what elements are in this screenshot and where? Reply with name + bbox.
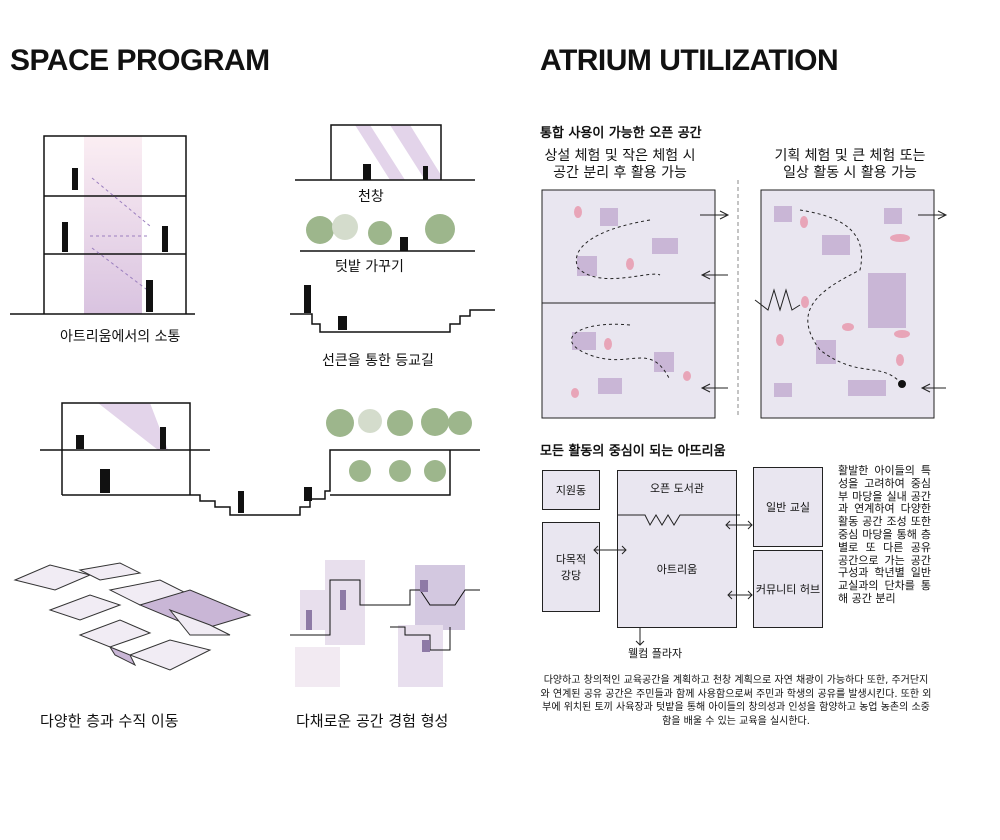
room-atrium: 아트리움 [617, 470, 737, 628]
garden-drawing [300, 214, 475, 252]
room-community-hub: 커뮤니티 허브 [753, 550, 823, 628]
skylight-drawing [295, 124, 475, 181]
welcome-plaza-label: 웰컴 플라자 [628, 647, 683, 660]
caption-experience: 다채로운 공간 경험 형성 [296, 712, 449, 730]
sunken-stairs-drawing [290, 285, 495, 333]
circulation-arrows [593, 514, 753, 646]
atrium-utilization-title: ATRIUM UTILIZATION [540, 44, 839, 77]
atrium-description: 활발한 아이들의 특성을 고려하여 중심부 마당을 실내 공간과 연계하여 다양… [838, 464, 931, 605]
room-classroom: 일반 교실 [753, 467, 823, 547]
atrium-plan-drawings [541, 180, 948, 419]
room-support: 지원동 [542, 470, 600, 510]
caption-stairs: 선큰을 통한 등교길 [322, 353, 434, 369]
open-space-heading: 통합 사용이 가능한 오픈 공간 [540, 126, 702, 141]
caption-atrium-communication: 아트리움에서의 소통 [60, 329, 181, 345]
summary-paragraph: 다양하고 창의적인 교육공간을 계획하고 천창 계획으로 자연 채광이 가능하다… [540, 675, 932, 727]
separated-use-caption: 상설 체험 및 작은 체험 시 공간 분리 후 활용 가능 [544, 148, 696, 181]
caption-levels: 다양한 층과 수직 이동 [40, 712, 179, 730]
experience-drawing [290, 560, 480, 687]
room-auditorium: 다목적 강당 [542, 522, 600, 612]
integrated-use-caption: 기획 체험 및 큰 체험 또는 일상 활동 시 활용 가능 [774, 148, 926, 181]
caption-skylight: 천창 [358, 189, 384, 205]
central-atrium-heading: 모든 활동의 중심이 되는 아뜨리움 [540, 444, 726, 459]
levels-axonometric-drawing [13, 562, 252, 671]
room-open-library: 오픈 도서관 [649, 482, 705, 495]
long-section-drawing [40, 402, 480, 516]
space-program-title: SPACE PROGRAM [10, 44, 270, 77]
caption-garden: 텃밭 가꾸기 [335, 259, 404, 275]
atrium-section-drawing [10, 135, 195, 315]
